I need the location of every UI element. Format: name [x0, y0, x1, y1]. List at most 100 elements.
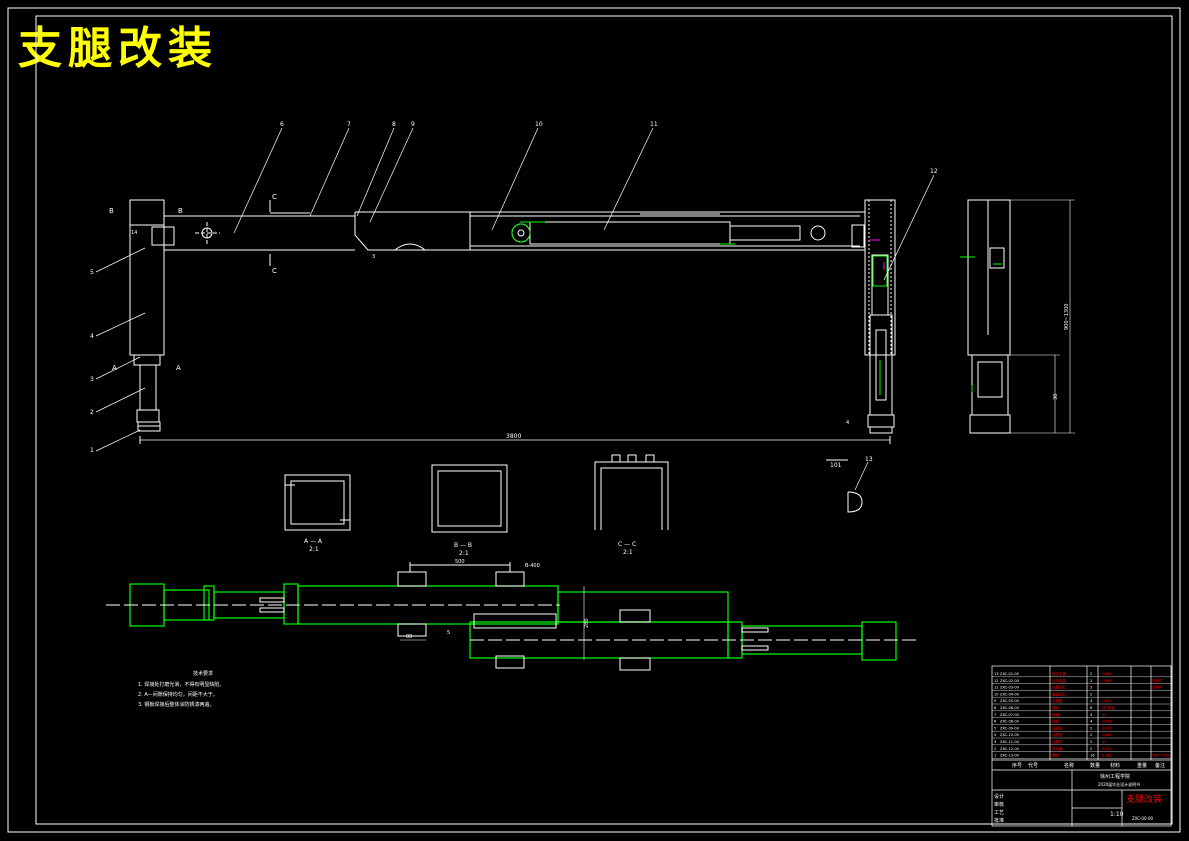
- bom-seq: 8: [994, 706, 997, 710]
- bom-qty: 2: [1090, 740, 1092, 744]
- section-c-label: C — C: [618, 541, 636, 548]
- title-block-text: 序号 代号 名称 数量 材料 重量 备注 徐州工程学院 2020届毕业设计说明书…: [994, 762, 1165, 824]
- project-sub: 2020届毕业设计说明书: [1098, 781, 1140, 787]
- dim-vertical: 900~1300: [1064, 304, 1070, 330]
- technical-notes: 技术要求 1. 焊接处打磨光滑，不得有明显缺陷。 2. A—间隙保持均匀，间距不…: [138, 669, 268, 710]
- bom-note: GB/T5782: [1152, 754, 1170, 758]
- tb-drawing-number: ZXC-00-00: [1132, 816, 1154, 821]
- side-view: [967, 199, 1075, 434]
- weld-14: 14: [131, 230, 137, 236]
- bom-name: 支腿油缸: [1052, 685, 1067, 690]
- section-b-label: B — B: [454, 542, 472, 549]
- bom-name: 垂直油缸: [1052, 691, 1067, 696]
- front-view: [129, 199, 896, 444]
- bom-qty: 2: [1090, 726, 1092, 730]
- weld-4: 4: [846, 420, 849, 426]
- left-leg-body: [129, 199, 165, 356]
- plan-dim-80: 80: [406, 634, 412, 640]
- bom-material: MC尼龙: [1102, 705, 1115, 710]
- bom-code: ZXC-13-00: [1000, 754, 1020, 758]
- section-a-scale: 2:1: [309, 546, 319, 553]
- bom-seq: 5: [994, 726, 996, 730]
- bom-note: 外购件: [1152, 678, 1163, 683]
- bom-qty: 2: [1090, 686, 1092, 690]
- balloon-10: 10: [535, 121, 543, 128]
- bom-code: ZXC-08-00: [1000, 720, 1020, 724]
- note-2: 2. A—间隙保持均匀，间距不大于。: [138, 692, 218, 698]
- balloon-3: 3: [90, 376, 94, 383]
- header-seq: 序号: [1012, 762, 1022, 769]
- note-3: 3. 钢板焊接后整体涂防锈漆两遍。: [138, 702, 215, 708]
- bom-qty: 16: [1090, 754, 1095, 758]
- bom-qty: 2: [1090, 672, 1092, 676]
- detail-13: [826, 459, 863, 513]
- weld-5: 5: [447, 630, 450, 636]
- bom-seq: 2: [994, 747, 996, 751]
- bom-qty: 4: [1090, 699, 1093, 703]
- bom-material: Q235: [1102, 720, 1112, 724]
- bom-seq: 10: [994, 692, 999, 696]
- green-accents: [511, 221, 888, 395]
- bom-code: ZXC-06-00: [1000, 706, 1020, 710]
- bom-code: ZXC-01-00: [1000, 672, 1020, 676]
- plan-view-green: [129, 583, 897, 661]
- bom-seq: 9: [994, 699, 997, 703]
- bom-qty: 4: [1090, 713, 1093, 717]
- mark-b-left: B: [109, 207, 114, 215]
- header-name: 名称: [1064, 762, 1074, 769]
- bom-seq: 11: [994, 686, 999, 690]
- sign-craft: 工艺: [994, 810, 1004, 816]
- bom-name: 支脚盘: [1052, 698, 1063, 703]
- outer-frame: [7, 7, 1181, 833]
- plan-dim-500: 500: [455, 559, 465, 565]
- section-c-scale: 2:1: [623, 549, 633, 556]
- bom-name: 滑块: [1052, 705, 1060, 710]
- balloon-12: 12: [930, 168, 938, 175]
- tb-drawing-name: 支腿改装: [1126, 793, 1162, 805]
- bom-code: ZXC-03-00: [1000, 686, 1020, 690]
- weld-3: 3: [372, 254, 375, 260]
- bom-qty: 2: [1090, 747, 1092, 751]
- balloon-2: 2: [90, 409, 94, 416]
- balloon-11: 11: [650, 121, 658, 128]
- bom-qty: 8: [1090, 706, 1093, 710]
- balloon-8: 8: [392, 121, 396, 128]
- bom-name: 油缸座: [1052, 732, 1063, 737]
- section-a-label: A — A: [304, 538, 323, 545]
- bom-code: ZXC-12-00: [1000, 747, 1020, 751]
- sign-design: 设计: [994, 793, 1004, 800]
- bom-name: 活动支腿: [1052, 678, 1067, 683]
- bom-seq: 4: [994, 733, 997, 737]
- weld-symbols: 14 3 4 5: [131, 230, 849, 636]
- bom-name: 活塞杆: [1052, 739, 1063, 744]
- balloon-labels: 1 2 3 4 5 6 7 8 9 10 11 12 13: [90, 121, 938, 463]
- note-1: 1. 焊接处打磨光滑，不得有明显缺陷。: [138, 682, 225, 688]
- bom-name: 固定支腿: [1052, 671, 1067, 676]
- mark-a-right: A: [176, 364, 181, 372]
- plan-dim-small: B-400: [525, 563, 540, 569]
- bom-name: 连接板: [1052, 725, 1063, 730]
- bom-code: ZXC-10-00: [1000, 733, 1020, 737]
- bom-material: Q345: [1102, 679, 1112, 683]
- mark-b-right: B: [178, 207, 183, 215]
- section-c: [594, 454, 669, 530]
- bom-qty: 4: [1090, 720, 1093, 724]
- bom-seq: 13: [994, 672, 999, 676]
- bom-material: 45: [1102, 740, 1107, 744]
- magenta-marks: [870, 239, 885, 270]
- section-labels: A — A 2:1 B — B 2:1 C — C 2:1: [304, 538, 636, 557]
- drawing-title: 支腿改装: [18, 23, 218, 74]
- bom-material: 45: [1102, 713, 1107, 717]
- tb-scale: 1:10: [1110, 811, 1124, 818]
- bom-seq: 6: [994, 720, 997, 724]
- mark-c-top: C: [272, 193, 277, 201]
- bom-qty: 2: [1090, 733, 1092, 737]
- bom-material: ZQSn: [1102, 747, 1112, 751]
- plan-dims: 500 B-400 80 280: [406, 559, 590, 640]
- balloon-7: 7: [347, 121, 351, 128]
- inner-frame: [35, 15, 1173, 825]
- bom-code: ZXC-04-00: [1000, 692, 1020, 696]
- header-qty: 数量: [1090, 762, 1100, 769]
- plan-view: [106, 562, 920, 671]
